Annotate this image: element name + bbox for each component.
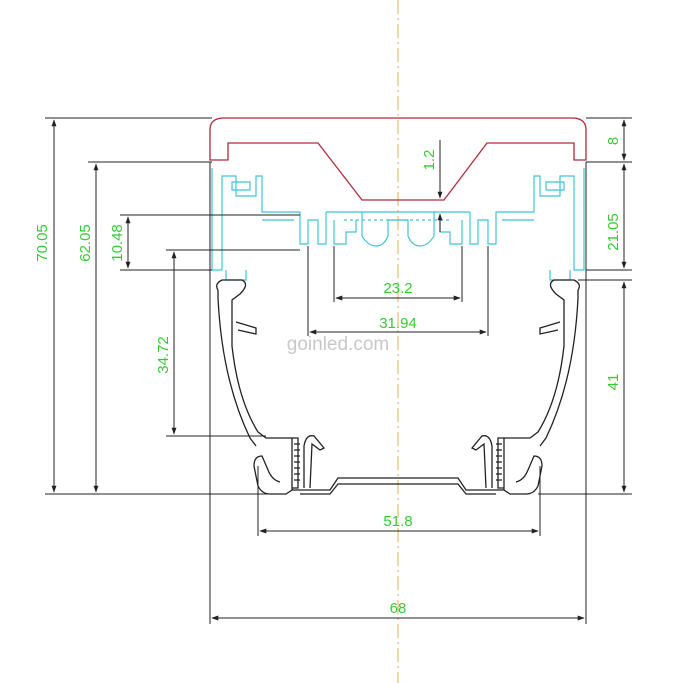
dim-profile-height: 62.05 bbox=[77, 224, 94, 262]
watermark: goinled.com bbox=[287, 334, 389, 355]
top-cover bbox=[209, 117, 587, 201]
dim-insert-depth: 10.48 bbox=[109, 224, 126, 262]
dim-overall-height: 70.05 bbox=[34, 224, 51, 262]
dimension-labels: 70.05 62.05 10.48 34.72 8 21.05 41 1.2 2… bbox=[34, 137, 622, 617]
dim-inner-height: 34.72 bbox=[155, 336, 172, 374]
dim-insert-height: 21.05 bbox=[605, 213, 622, 251]
dim-cover-height: 8 bbox=[605, 137, 622, 145]
dim-cover-gap: 1.2 bbox=[421, 150, 438, 171]
main-profile-body bbox=[216, 279, 580, 495]
dim-base-width: 51.8 bbox=[383, 513, 412, 530]
dim-overall-width: 68 bbox=[390, 600, 407, 617]
lens-insert bbox=[211, 168, 585, 281]
dim-span-large: 31.94 bbox=[379, 315, 417, 332]
dimension-lines bbox=[45, 117, 632, 624]
dim-span-small: 23.2 bbox=[383, 280, 412, 297]
dim-body-height: 41 bbox=[605, 374, 622, 391]
